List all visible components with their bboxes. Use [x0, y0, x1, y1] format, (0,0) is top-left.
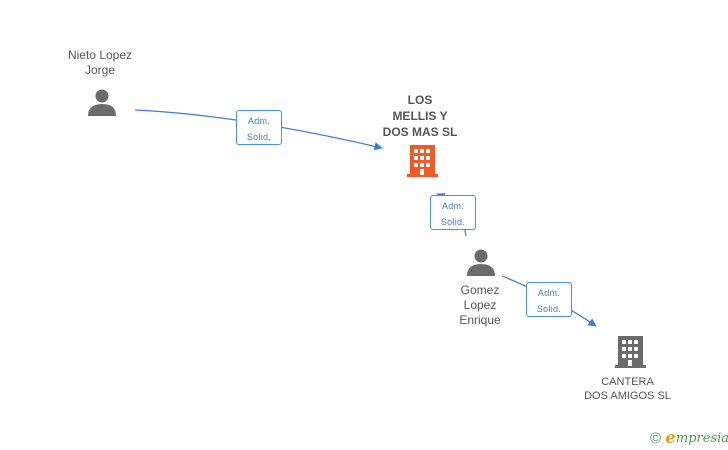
brand-logo: © e mpresia [650, 428, 728, 448]
role-badge: Adm. Solid. [236, 110, 282, 145]
role-badge: Adm. Solid. [526, 282, 572, 317]
brand-e: e [665, 428, 676, 448]
company-name-cantera[interactable]: CANTERA DOS AMIGOS SL [584, 376, 671, 402]
role-badge: Adm. Solid. [430, 195, 476, 230]
company-name-losmellis[interactable]: LOS MELLIS Y DOS MAS SL [382, 93, 458, 139]
person-name-nieto[interactable]: Nieto Lopez Jorge [67, 48, 133, 77]
building-icon[interactable] [615, 336, 646, 368]
brand-name: mpresia [675, 430, 728, 446]
person-name-gomez[interactable]: Gomez Lopez Enrique [459, 283, 501, 327]
person-icon[interactable] [88, 89, 116, 117]
copyright-symbol: © [650, 429, 662, 447]
person-icon[interactable] [467, 249, 495, 277]
building-icon[interactable] [407, 145, 438, 177]
